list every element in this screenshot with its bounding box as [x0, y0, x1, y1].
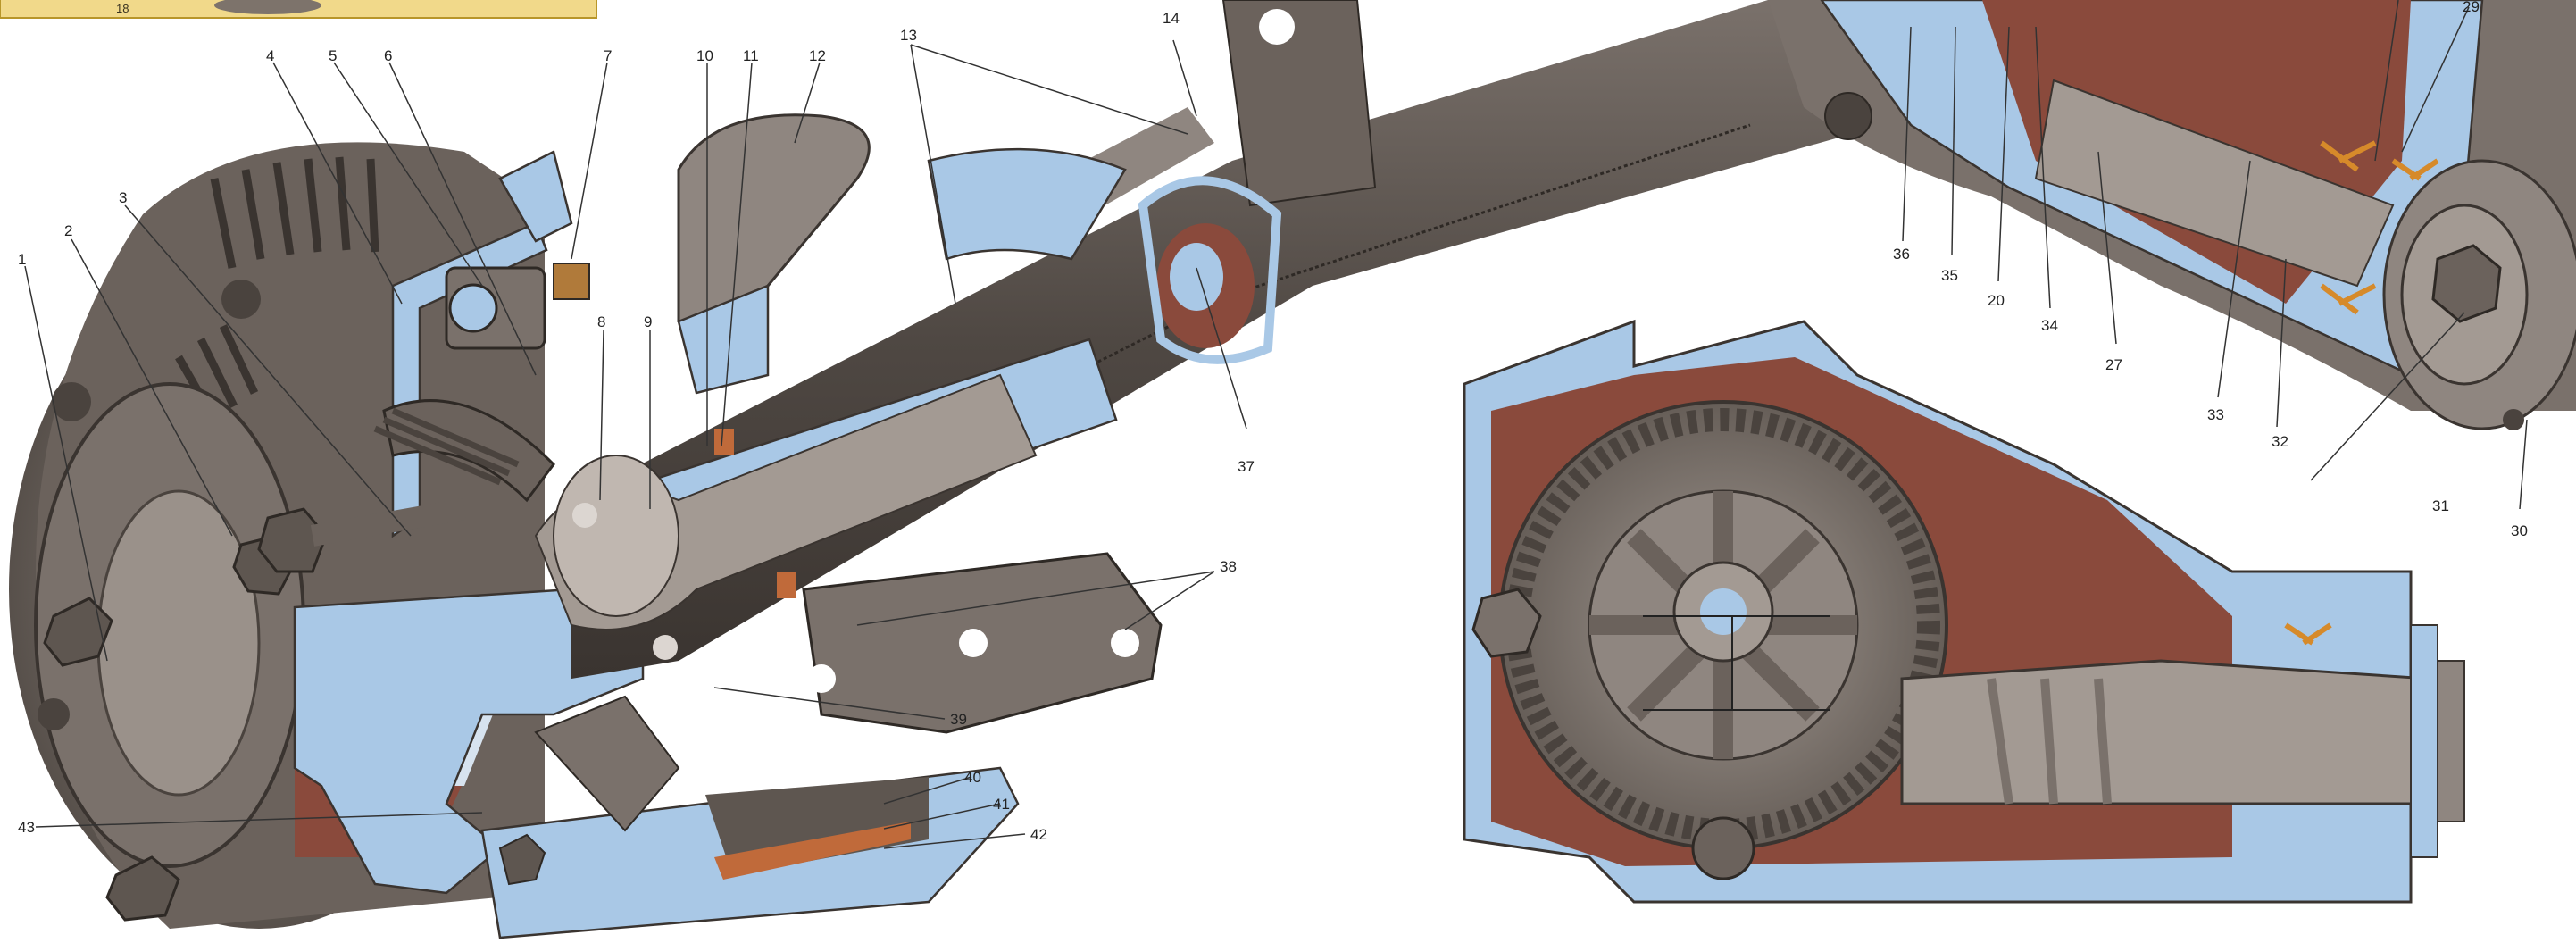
pinion-housing-top	[1768, 0, 2576, 430]
callout-5: 5	[329, 47, 337, 64]
spring-seat-and-seal	[677, 113, 1282, 395]
callout-31: 31	[2432, 497, 2449, 514]
callout-10: 10	[696, 47, 713, 64]
callout-1: 1	[18, 251, 26, 268]
callout-42: 42	[1030, 826, 1047, 843]
callout-4: 4	[266, 47, 274, 64]
callout-14: 14	[1163, 10, 1180, 27]
leader-lines	[24, 0, 2528, 849]
callout-7: 7	[604, 47, 612, 64]
callout-41: 41	[993, 796, 1010, 813]
brake-shoe-and-spring	[257, 263, 590, 573]
callout-37: 37	[1238, 458, 1255, 475]
callout-43: 43	[18, 819, 35, 836]
callout-numbers: 1 2 3 4 5 6 7 8 9 10 11 12 13 14 20 27 2…	[18, 0, 2528, 843]
callout-33: 33	[2207, 406, 2224, 423]
inset-tag: 18	[116, 2, 129, 15]
callout-8: 8	[597, 313, 605, 330]
callout-32: 32	[2272, 433, 2288, 450]
callout-30: 30	[2511, 522, 2528, 539]
callout-6: 6	[384, 47, 392, 64]
callout-13: 13	[900, 27, 917, 44]
callout-39: 39	[950, 711, 967, 728]
axle-shaft-section	[534, 338, 1118, 660]
callout-2: 2	[64, 222, 72, 239]
callout-40: 40	[964, 769, 981, 786]
callout-27: 27	[2105, 356, 2122, 373]
callout-34: 34	[2041, 317, 2058, 334]
callout-20: 20	[1988, 292, 2005, 309]
callout-35: 35	[1941, 267, 1958, 284]
differential-section	[1463, 319, 2465, 904]
callout-29: 29	[2463, 0, 2480, 15]
callout-12: 12	[809, 47, 826, 64]
callout-11: 11	[743, 47, 759, 64]
inset-reference-box: 18	[0, 0, 597, 19]
callout-36: 36	[1893, 246, 1910, 263]
lower-housing	[498, 695, 929, 886]
callout-38: 38	[1220, 558, 1237, 575]
callout-9: 9	[644, 313, 652, 330]
callout-3: 3	[119, 189, 127, 206]
